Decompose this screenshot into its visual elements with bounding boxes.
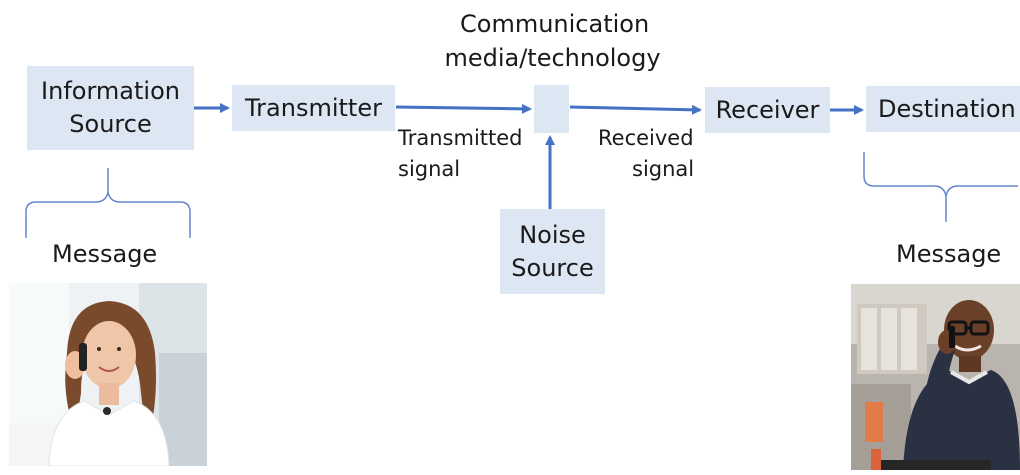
noise-source-label: Noise Source (511, 220, 594, 282)
woman-on-phone-photo (9, 283, 207, 466)
destination-label: Destination (878, 94, 1016, 123)
message-left-label: Message (52, 240, 158, 268)
transmitted-signal-line2: signal (398, 157, 461, 181)
received-signal-line2: signal (632, 157, 695, 181)
destination-box: Destination (866, 86, 1020, 132)
received-signal-line1: Received (598, 126, 694, 150)
information-source-box: Information Source (27, 66, 194, 150)
receiver-label: Receiver (715, 95, 820, 124)
channel-title-line1: Communication (460, 10, 650, 38)
brace-left (25, 168, 191, 238)
transmitter-label: Transmitter (245, 93, 382, 122)
channel-box (534, 85, 569, 133)
noise-source-box: Noise Source (500, 209, 605, 294)
channel-title-line2: media/technology (444, 44, 661, 72)
receiver-box: Receiver (705, 87, 830, 133)
arrow-transmitter-to-channel (395, 103, 532, 114)
transmitted-signal-line1: Transmitted (398, 126, 523, 150)
information-source-label: Information Source (41, 77, 180, 138)
brace-right (863, 152, 1018, 222)
transmitter-box: Transmitter (232, 85, 395, 131)
arrow-channel-to-receiver (569, 104, 702, 115)
message-right-label: Message (896, 240, 1002, 268)
man-on-phone-photo (851, 284, 1020, 470)
